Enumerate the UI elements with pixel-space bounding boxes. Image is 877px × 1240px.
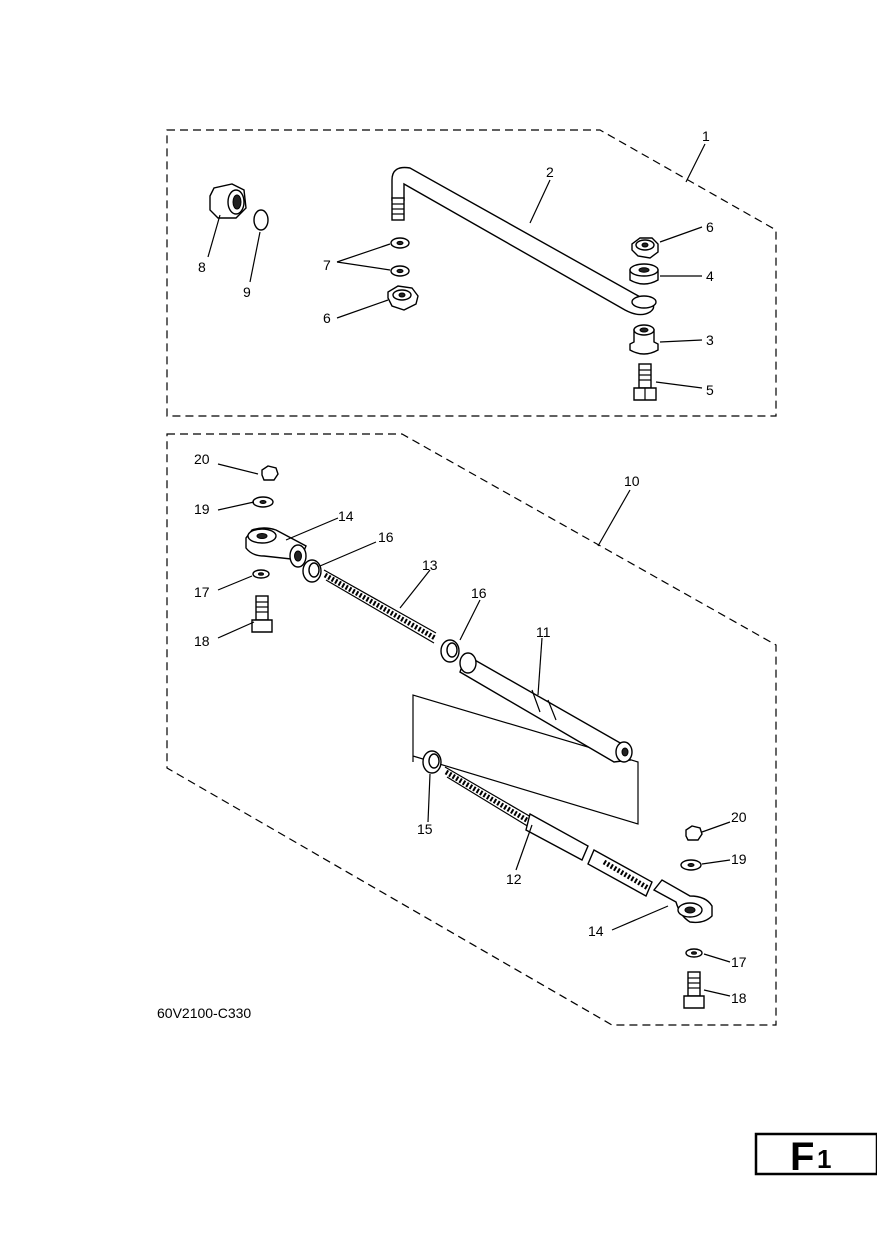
steering-link-rod (391, 166, 657, 316)
ball-joint-right (652, 825, 713, 1009)
jam-nut (422, 750, 442, 774)
callout-20: 20 (194, 451, 210, 467)
drawing-code: 60V2100-C330 (157, 1005, 251, 1021)
callout-13: 13 (422, 557, 438, 573)
callout-19: 19 (731, 851, 747, 867)
leader-lines-upper (207, 143, 706, 389)
callout-16: 16 (378, 529, 394, 545)
collar (629, 263, 659, 285)
cap-nut (209, 183, 247, 219)
callout-8: 8 (198, 259, 206, 275)
callout-20: 20 (731, 809, 747, 825)
callout-3: 3 (706, 332, 714, 348)
bushing (629, 324, 659, 355)
inset-bracket (412, 694, 639, 825)
jam-nut (440, 639, 460, 663)
callout-12: 12 (506, 871, 522, 887)
page-badge: F 1 (754, 1132, 877, 1179)
callout-17: 17 (731, 954, 747, 970)
callout-9: 9 (243, 284, 251, 300)
adjusting-tube (459, 652, 633, 763)
callout-16: 16 (471, 585, 487, 601)
callout-15: 15 (417, 821, 433, 837)
callout-14: 14 (338, 508, 354, 524)
callout-2: 2 (546, 164, 554, 180)
callout-6: 6 (323, 310, 331, 326)
callout-6: 6 (706, 219, 714, 235)
callout-7: 7 (323, 257, 331, 273)
callout-18: 18 (731, 990, 747, 1006)
callout-4: 4 (706, 268, 714, 284)
group-boundary-10 (166, 433, 777, 1026)
page-badge-letter: F (790, 1135, 814, 1179)
callout-18: 18 (194, 633, 210, 649)
hex-nut (387, 285, 419, 311)
bolt (633, 363, 657, 401)
jam-nut (302, 559, 322, 583)
callout-11: 11 (536, 624, 551, 640)
page-badge-number: 1 (817, 1144, 831, 1174)
callout-19: 19 (194, 501, 210, 517)
leader-lines-lower (217, 463, 731, 997)
hex-nut (631, 237, 659, 259)
callout-1: 1 (702, 128, 710, 144)
callout-14: 14 (588, 923, 604, 939)
callout-5: 5 (706, 382, 714, 398)
threaded-shaft (444, 766, 653, 897)
threaded-rod (323, 569, 437, 644)
callout-17: 17 (194, 584, 210, 600)
group-boundary-1 (166, 129, 777, 417)
o-ring (253, 209, 269, 231)
ball-joint-left (245, 465, 307, 633)
callout-10: 10 (624, 473, 640, 489)
